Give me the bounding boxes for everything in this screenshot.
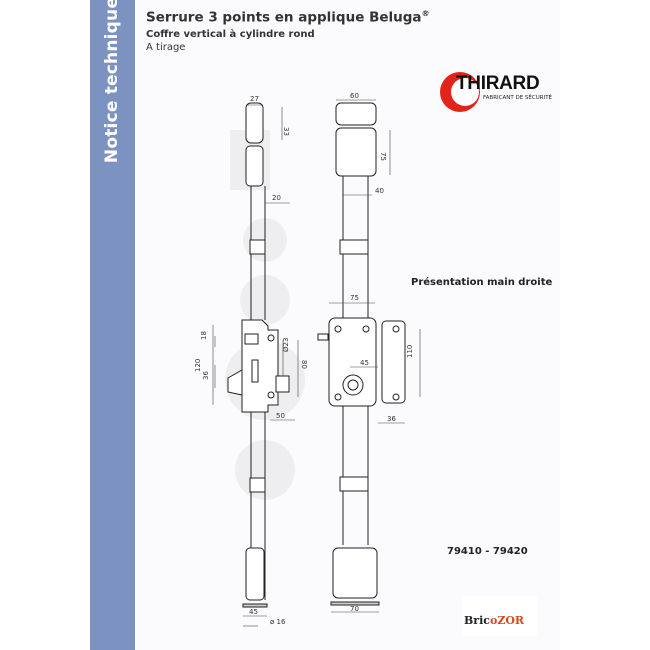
dim-120: 120: [194, 359, 202, 372]
dim-20: 20: [272, 194, 281, 202]
dim-45-side: 45: [249, 608, 258, 616]
dim-75-h: 75: [350, 294, 359, 302]
presentation-label: Présentation main droite: [411, 277, 553, 288]
thirard-logo-icon: [440, 72, 480, 112]
dim-36-front: 36: [387, 415, 396, 423]
sheet-background: [90, 0, 560, 650]
dim-60: 60: [350, 92, 359, 100]
dim-18: 18: [200, 331, 208, 340]
sidebar-band: [90, 0, 135, 650]
registered-mark: ®: [421, 9, 430, 18]
product-references: 79410 - 79420: [447, 546, 528, 557]
dim-45-front: 45: [360, 359, 369, 367]
dim-110: 110: [406, 345, 414, 358]
dim-70: 70: [350, 605, 359, 613]
page-title: Serrure 3 points en applique Beluga®: [146, 9, 430, 26]
dim-27: 27: [250, 95, 259, 103]
bricozor-wordmark: BricoZOR: [464, 614, 524, 627]
brand-name: THIRARD: [456, 73, 540, 94]
bricozor-part1: Bric: [464, 614, 490, 627]
dim-36-side: 36: [202, 371, 210, 380]
dim-40: 40: [375, 187, 384, 195]
dim-50: 50: [276, 412, 285, 420]
dim-33: 33: [282, 127, 290, 136]
title-text: Serrure 3 points en applique Beluga: [146, 9, 422, 26]
dim-80: 80: [300, 360, 308, 369]
page-subtitle: Coffre vertical à cylindre rond: [146, 29, 315, 40]
dim-23: Ø23: [282, 338, 290, 352]
dim-75-v: 75: [379, 152, 387, 161]
bricozor-logo: [462, 596, 537, 636]
dim-16: ø 16: [270, 618, 286, 626]
bricozor-part2: oZOR: [489, 614, 525, 627]
brand-tagline: FABRICANT DE SÉCURITÉ: [483, 95, 553, 101]
variant-label: A tirage: [146, 42, 186, 53]
